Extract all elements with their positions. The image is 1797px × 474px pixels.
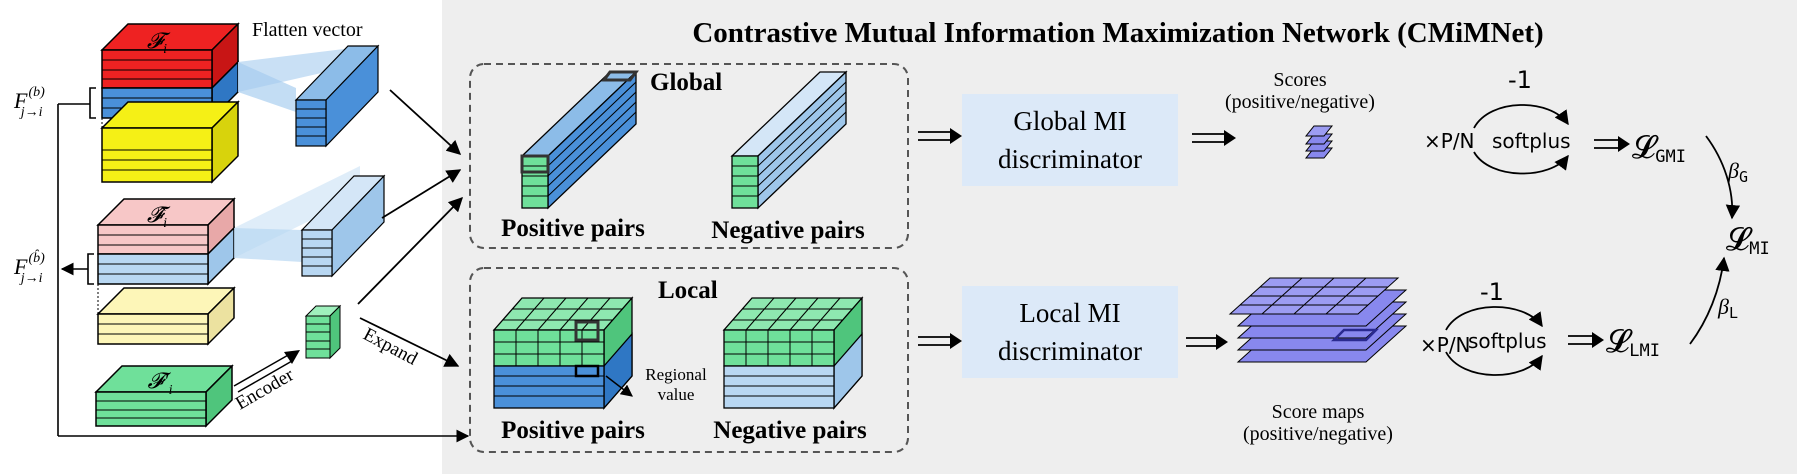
arrow-hat-to-global xyxy=(381,169,462,219)
beta-l: βL xyxy=(1717,294,1738,322)
flatten-vector-label: Flatten vector xyxy=(252,19,363,41)
expand-label: Expand xyxy=(360,324,422,370)
flatten-vector xyxy=(294,44,380,148)
arrow-flat-to-global xyxy=(389,89,462,155)
fprime-label: 𝓕′i xyxy=(148,368,173,398)
flatten-projection-hat-side xyxy=(234,166,360,258)
feature-block-fprime: 𝓕′i xyxy=(94,364,234,428)
local-box: Local Regional value xyxy=(469,267,909,453)
local-times-pn: ×P/N xyxy=(1420,333,1471,357)
global-pos-arc xyxy=(1473,151,1569,175)
score-maps-stack xyxy=(1228,277,1408,363)
global-disc-line2: discriminator xyxy=(998,144,1142,174)
global-minus-one: -1 xyxy=(1508,66,1532,94)
global-negative-label: Negative pairs xyxy=(711,217,865,244)
loss-gmi: 𝓛GMI xyxy=(1632,129,1686,167)
double-arrow-local-out xyxy=(1186,334,1228,350)
local-negative-cube xyxy=(722,296,864,410)
global-times-pn: ×P/N xyxy=(1424,129,1475,153)
left-panel: 𝓕i Flatten vector 𝓕̂i xyxy=(13,19,470,443)
double-arrow-global-out xyxy=(1192,130,1236,146)
score-maps-label: Score maps xyxy=(1272,401,1365,423)
local-disc-line2: discriminator xyxy=(998,336,1142,366)
global-disc-line1: Global MI xyxy=(1013,106,1126,136)
score-maps-label-2: (positive/negative) xyxy=(1243,423,1393,445)
double-arrow-global-in xyxy=(918,128,962,144)
f-bottom-label: F(b̂)j→i xyxy=(13,249,45,286)
double-arrow-local-in xyxy=(918,333,962,349)
regional-value-label-2: value xyxy=(658,385,695,404)
local-disc-line1: Local MI xyxy=(1019,298,1120,328)
local-positive-cube xyxy=(492,296,634,410)
flatten-projection-side xyxy=(238,48,352,92)
local-mi-discriminator xyxy=(962,286,1178,378)
loss-mi: 𝓛MI xyxy=(1726,221,1770,259)
global-neg-arc xyxy=(1473,104,1569,129)
bracket-top xyxy=(89,87,96,119)
global-scores-stack xyxy=(1304,125,1334,159)
flatten-vector-hat xyxy=(300,174,386,278)
regional-value-arrow xyxy=(605,375,633,397)
diagram-title: Contrastive Mutual Information Maximizat… xyxy=(692,17,1543,49)
double-arrow-gmi xyxy=(1594,136,1630,152)
arrow-gmi-to-mi xyxy=(1705,135,1741,220)
global-heading: Global xyxy=(650,69,722,96)
arrow-enc-to-global xyxy=(357,196,464,305)
f-top-label: F(b)j→i xyxy=(13,85,45,120)
network-panel xyxy=(442,0,1797,474)
global-negative-cube xyxy=(730,70,848,210)
encoded-vector xyxy=(304,304,342,360)
arrow-lmi-to-mi xyxy=(1689,256,1730,345)
loss-lmi: 𝓛LMI xyxy=(1606,323,1660,361)
local-pos-arc xyxy=(1445,351,1543,376)
feature-block-fi: 𝓕i xyxy=(100,22,240,184)
global-box: Global Positive pairs Negative pairs xyxy=(469,63,909,249)
arrow-expand-to-local xyxy=(359,317,460,367)
local-heading: Local xyxy=(658,277,718,304)
encoder-arrow xyxy=(233,350,300,393)
local-neg-arc xyxy=(1445,306,1543,331)
scores-label: Scores xyxy=(1273,69,1327,91)
local-minus-one: -1 xyxy=(1480,278,1504,306)
local-negative-label: Negative pairs xyxy=(713,417,867,444)
feature-block-fhat: 𝓕̂i xyxy=(96,197,236,346)
double-arrow-lmi xyxy=(1568,332,1604,348)
beta-g: βG xyxy=(1727,158,1748,186)
local-positive-label: Positive pairs xyxy=(501,417,645,444)
global-softplus: softplus xyxy=(1492,129,1571,153)
flatten-projection-hat xyxy=(234,228,302,262)
regional-value-label: Regional xyxy=(645,365,707,384)
global-positive-label: Positive pairs xyxy=(501,215,645,242)
bracket-bottom xyxy=(87,253,94,285)
global-mi-discriminator xyxy=(962,94,1178,186)
global-positive-cube xyxy=(520,70,639,210)
scores-label-2: (positive/negative) xyxy=(1225,91,1375,113)
local-softplus: softplus xyxy=(1468,329,1547,353)
